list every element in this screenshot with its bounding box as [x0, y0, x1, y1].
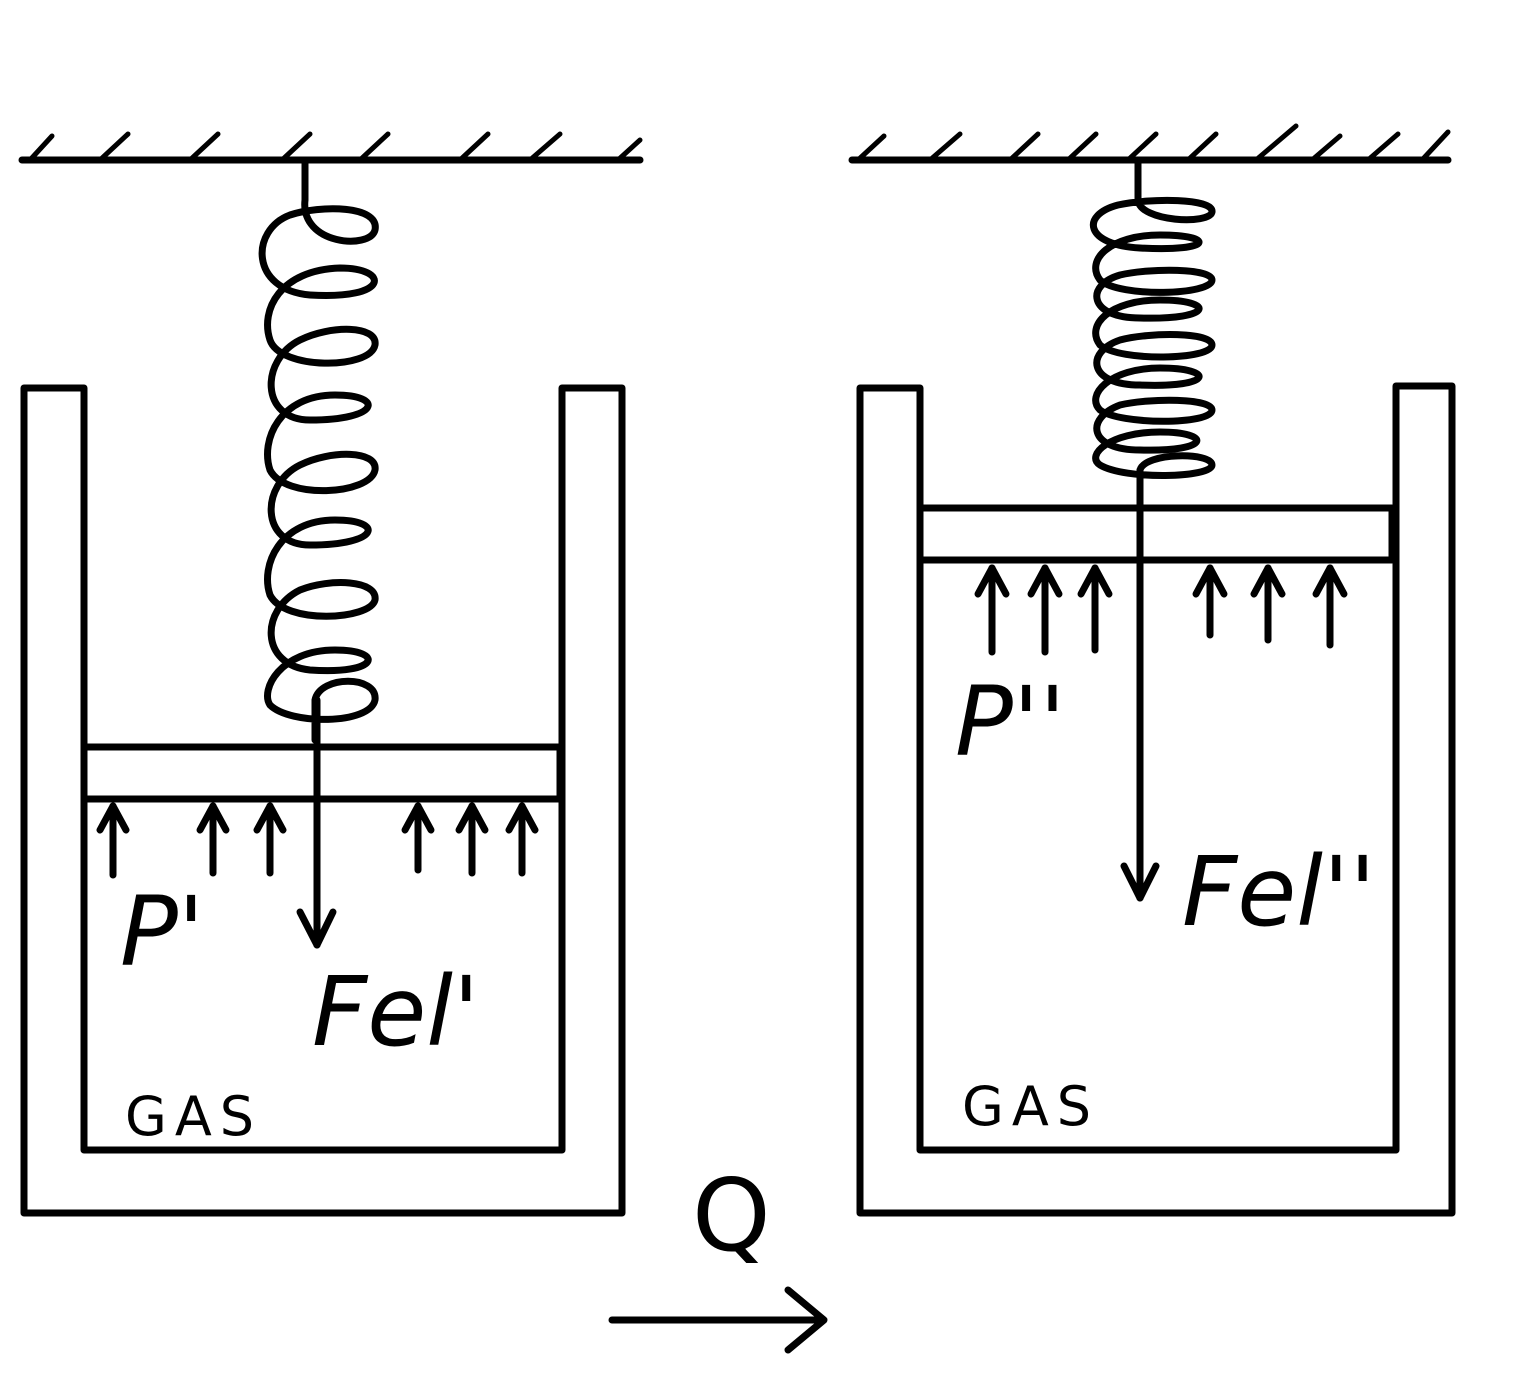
right-pressure-label: P'' [955, 666, 1066, 778]
left-cylinder [20, 384, 626, 1217]
heat-label: Q [692, 1157, 771, 1274]
left-system: P' Fel' GAS [18, 131, 644, 1217]
left-ceiling [18, 131, 644, 164]
heat-arrow [608, 1286, 828, 1354]
right-cylinder [856, 382, 1456, 1217]
left-force-label: Fel' [312, 956, 479, 1068]
right-force-arrow [1120, 466, 1160, 902]
right-ceiling [848, 123, 1452, 164]
left-pressure-label: P' [120, 876, 204, 988]
right-piston [916, 504, 1396, 564]
left-piston [80, 743, 564, 803]
left-force-arrow [296, 696, 337, 949]
heat-transfer: Q [608, 1157, 828, 1354]
right-pressure-arrows [974, 564, 1348, 656]
right-force-label: Fel'' [1182, 836, 1376, 948]
left-spring [258, 156, 379, 744]
right-system: P'' Fel'' GAS [848, 123, 1456, 1217]
right-gas-label: GAS [962, 1075, 1099, 1138]
left-gas-label: GAS [125, 1085, 262, 1148]
right-spring [1089, 156, 1216, 509]
left-pressure-arrows [96, 802, 539, 879]
